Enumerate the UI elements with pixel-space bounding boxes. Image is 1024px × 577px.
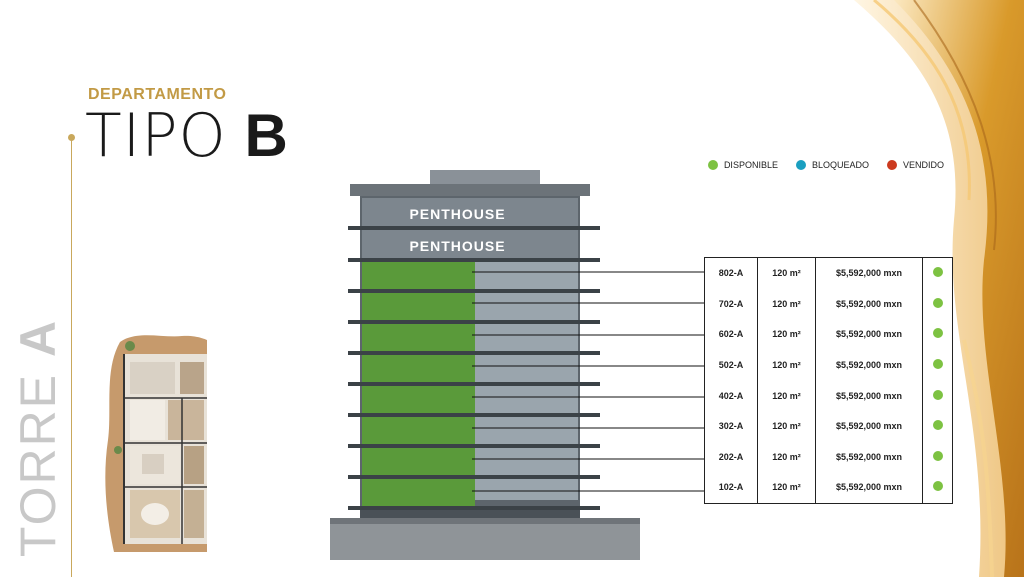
status-dot-disponible — [932, 450, 943, 461]
unit-price: $5,592,000 mxn — [815, 380, 923, 411]
unit-price: $5,592,000 mxn — [815, 349, 923, 381]
legend-label-bloqueado: BLOQUEADO — [811, 160, 869, 170]
tower-label: TORRE A — [9, 319, 67, 557]
table-row[interactable]: 402-A 120 m² $5,592,000 mxn — [704, 380, 953, 411]
unit-price: $5,592,000 mxn — [815, 288, 923, 320]
status-dot-disponible — [932, 389, 943, 400]
unit-number: 802-A — [704, 257, 758, 289]
penthouse-label-lower: PENTHOUSE — [409, 238, 506, 254]
legend-label-disponible: DISPONIBLE — [723, 160, 778, 170]
table-row[interactable]: 302-A 120 m² $5,592,000 mxn — [704, 410, 953, 442]
status-dot-disponible — [932, 420, 943, 431]
divider-line — [71, 140, 72, 577]
unit-area: 120 m² — [757, 319, 816, 350]
unit-status — [922, 319, 953, 350]
unit-area: 120 m² — [757, 441, 816, 473]
building-illustration — [330, 170, 640, 560]
unit-status — [922, 349, 953, 381]
subtitle-departamento: DEPARTAMENTO — [88, 86, 227, 103]
unit-area: 120 m² — [757, 349, 816, 381]
status-dot-disponible — [932, 481, 943, 492]
status-dot-disponible — [932, 267, 943, 278]
unit-number: 302-A — [704, 410, 758, 442]
unit-number: 702-A — [704, 288, 758, 320]
unit-area: 120 m² — [757, 410, 816, 442]
unit-status — [922, 380, 953, 411]
floor-plan-image — [105, 335, 207, 552]
unit-status — [922, 472, 953, 504]
tower-label-light: TORRE — [10, 372, 66, 558]
legend-label-vendido: VENDIDO — [902, 160, 944, 170]
unit-area: 120 m² — [757, 472, 816, 504]
table-row[interactable]: 702-A 120 m² $5,592,000 mxn — [704, 288, 953, 320]
gold-wave-decoration — [854, 0, 1024, 577]
unit-number: 202-A — [704, 441, 758, 473]
unit-area: 120 m² — [757, 288, 816, 320]
unit-price: $5,592,000 mxn — [815, 257, 923, 289]
legend-item-bloqueado: BLOQUEADO — [795, 160, 869, 170]
legend-dot-vendido — [886, 160, 897, 170]
status-dot-disponible — [932, 359, 943, 370]
unit-price: $5,592,000 mxn — [815, 472, 923, 504]
table-row[interactable]: 202-A 120 m² $5,592,000 mxn — [704, 441, 953, 473]
unit-price: $5,592,000 mxn — [815, 319, 923, 350]
table-row[interactable]: 102-A 120 m² $5,592,000 mxn — [704, 472, 953, 504]
unit-status — [922, 441, 953, 473]
unit-price: $5,592,000 mxn — [815, 441, 923, 473]
title-light: TIPO — [85, 101, 227, 171]
status-dot-disponible — [932, 328, 943, 339]
unit-price: $5,592,000 mxn — [815, 410, 923, 442]
unit-number: 602-A — [704, 319, 758, 350]
page-title: TIPO B — [85, 101, 289, 171]
legend-item-vendido: VENDIDO — [886, 160, 944, 170]
legend-item-disponible: DISPONIBLE — [707, 160, 778, 170]
tower-label-bold: A — [10, 318, 66, 358]
table-row[interactable]: 502-A 120 m² $5,592,000 mxn — [704, 349, 953, 381]
units-table: 802-A 120 m² $5,592,000 mxn 702-A 120 m²… — [704, 257, 953, 504]
unit-status — [922, 410, 953, 442]
legend-dot-bloqueado — [795, 160, 806, 170]
unit-number: 402-A — [704, 380, 758, 411]
status-dot-disponible — [932, 297, 943, 308]
status-legend: DISPONIBLE BLOQUEADO VENDIDO — [707, 160, 944, 170]
unit-status — [922, 257, 953, 289]
unit-number: 502-A — [704, 349, 758, 381]
unit-status — [922, 288, 953, 320]
table-row[interactable]: 602-A 120 m² $5,592,000 mxn — [704, 319, 953, 350]
table-row[interactable]: 802-A 120 m² $5,592,000 mxn — [704, 257, 953, 289]
title-bold: B — [244, 102, 289, 169]
unit-area: 120 m² — [757, 380, 816, 411]
unit-area: 120 m² — [757, 257, 816, 289]
divider-dot — [68, 134, 75, 141]
legend-dot-disponible — [707, 160, 718, 170]
unit-number: 102-A — [704, 472, 758, 504]
penthouse-label-upper: PENTHOUSE — [409, 206, 506, 222]
